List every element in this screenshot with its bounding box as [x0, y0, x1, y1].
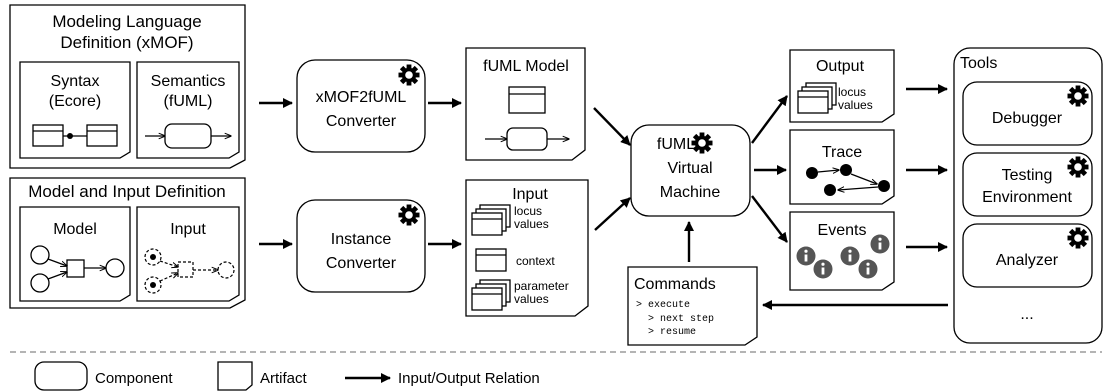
commands-artifact: Commands > execute > next step > resume: [627, 266, 758, 346]
info-icon: [813, 259, 833, 279]
xmof2fuml-converter-component: xMOF2fUML Converter: [296, 59, 426, 153]
model-label: Model: [53, 221, 97, 238]
testing-label: Testing: [1002, 167, 1053, 184]
trace-title: Trace: [822, 144, 862, 161]
testing-environment-component: Testing Environment: [962, 152, 1093, 217]
parameter-values-stack-icon: [471, 279, 511, 311]
converter-label: Converter: [326, 113, 397, 130]
debugger-label: Debugger: [992, 110, 1063, 127]
legend: Component Artifact Input/Output Relation: [34, 361, 540, 391]
ecore-class-diagram-icon: [32, 124, 118, 147]
legend-component-swatch: [34, 361, 88, 391]
syntax-ecore-artifact: Syntax (Ecore): [19, 61, 131, 159]
input-locus-label: locus: [514, 204, 542, 218]
info-icon: [870, 234, 890, 254]
instance-converter-component: Instance Converter: [296, 199, 426, 293]
vm-machine-label: Machine: [660, 184, 721, 201]
gear-icon: [398, 204, 420, 226]
locus-values-stack-icon: [797, 82, 837, 114]
model-artifact: Model: [19, 206, 131, 302]
parameter-label: parameter: [514, 279, 569, 293]
arrow-input-to-vm: [594, 197, 631, 231]
arrow-vm-to-output: [751, 95, 788, 144]
info-icon: [840, 246, 860, 266]
fuml-model-artifact: fUML Model: [465, 47, 586, 161]
trace-graph-icon: [806, 164, 890, 196]
info-icon: [858, 259, 878, 279]
activity-action-icon: [145, 123, 231, 149]
input-label: Input: [170, 221, 206, 238]
activity-action-icon: [485, 127, 569, 151]
cmd-next-step: > next step: [648, 314, 714, 325]
output-values-label: values: [838, 98, 873, 112]
class-box-icon: [508, 86, 546, 114]
vm-virtual-label: Virtual: [667, 160, 712, 177]
tools-title: Tools: [960, 55, 997, 72]
gear-icon: [1067, 85, 1089, 107]
relation-arrows: [259, 83, 949, 311]
model-and-input-definition-artifact: Model and Input Definition Model Input: [9, 177, 246, 309]
output-artifact: Output locus values: [789, 49, 895, 123]
trace-artifact: Trace: [789, 129, 895, 205]
analyzer-component: Analyzer: [962, 223, 1093, 288]
mld-title-line2: Definition (xMOF): [60, 33, 193, 52]
input-definition-artifact: Input: [136, 206, 240, 302]
tools-container: Tools Debugger Testing Environment Analy…: [953, 47, 1103, 344]
gear-icon: [398, 64, 420, 86]
commands-title: Commands: [634, 276, 716, 293]
debugger-component: Debugger: [962, 81, 1093, 146]
syntax-label: Syntax: [51, 73, 100, 90]
xmof2fuml-label: xMOF2fUML: [316, 89, 407, 106]
locus-values-stack-icon: [471, 204, 511, 236]
instance-converter-label: Converter: [326, 255, 397, 272]
petri-net-icon: [30, 245, 125, 293]
parameter-values-label: values: [514, 292, 549, 306]
more-tools-ellipsis: ...: [1020, 306, 1033, 323]
gear-icon: [1067, 156, 1089, 178]
input-values-label: values: [514, 217, 549, 231]
token-net-icon: [144, 248, 235, 294]
vm-fuml-label: fUML: [657, 136, 695, 153]
cmd-resume: > resume: [648, 327, 696, 338]
fuml-model-title: fUML Model: [483, 58, 569, 75]
cmd-execute: > execute: [636, 300, 690, 311]
semantics-fuml-artifact: Semantics (fUML): [136, 61, 240, 159]
environment-label: Environment: [982, 189, 1072, 206]
context-box-icon: [475, 248, 507, 272]
info-icon: [796, 246, 816, 266]
legend-component-label: Component: [95, 370, 173, 387]
gear-icon: [1067, 227, 1089, 249]
legend-artifact-swatch: [217, 361, 253, 391]
output-locus-label: locus: [838, 85, 866, 99]
input-title: Input: [512, 186, 548, 203]
analyzer-label: Analyzer: [996, 252, 1059, 269]
ecore-label: (Ecore): [49, 93, 101, 110]
modeling-language-definition-artifact: Modeling Language Definition (xMOF) Synt…: [9, 4, 246, 169]
events-title: Events: [818, 222, 867, 239]
legend-relation-label: Input/Output Relation: [398, 370, 540, 387]
semantics-label: Semantics: [151, 73, 226, 90]
legend-artifact-label: Artifact: [260, 370, 308, 387]
output-title: Output: [816, 58, 865, 75]
arrow-vm-to-events: [751, 195, 788, 243]
instance-label: Instance: [331, 231, 392, 248]
events-artifact: Events: [789, 211, 895, 291]
mld-title-line1: Modeling Language: [52, 12, 201, 31]
fuml-virtual-machine-component: fUML Virtual Machine: [630, 124, 751, 217]
mid-title: Model and Input Definition: [28, 182, 226, 201]
input-artifact: Input locus values context parameter val…: [465, 179, 589, 317]
context-label: context: [516, 254, 555, 268]
arrow-fuml-model-to-vm: [593, 107, 631, 146]
fuml-label: (fUML): [164, 93, 213, 110]
